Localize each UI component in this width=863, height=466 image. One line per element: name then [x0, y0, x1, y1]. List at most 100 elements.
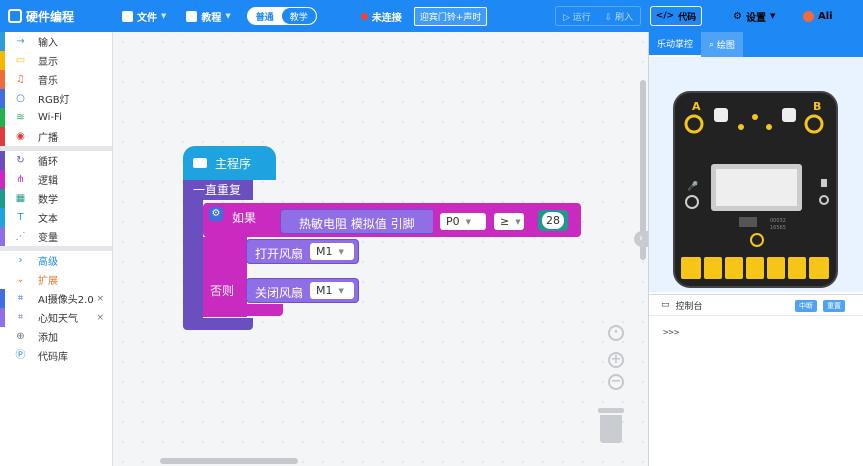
tab-plot[interactable]: ⌕ 绘图 — [701, 32, 743, 57]
panel-tabs: 乐动掌控 ⌕ 绘图 — [649, 32, 863, 57]
category-color-bar — [0, 32, 5, 51]
category-label: 循环 — [38, 157, 58, 168]
category-icon: ⋰ — [15, 231, 26, 242]
sidebar-item-3[interactable]: ○RGB灯 — [0, 89, 112, 108]
code-button[interactable]: </> 代码 — [650, 6, 702, 26]
svg-text:16565: 16565 — [770, 225, 786, 231]
if-block-arm — [203, 237, 247, 317]
file-menu[interactable]: 文件 ▼ — [112, 0, 176, 32]
category-icon: → — [16, 36, 25, 47]
close-icon[interactable]: × — [96, 293, 104, 304]
category-icon: ◉ — [16, 131, 25, 142]
fan-on-pin-dropdown[interactable]: M1▼ — [310, 243, 354, 260]
category-label: 输入 — [38, 38, 58, 49]
trash-icon[interactable] — [598, 408, 624, 444]
chevron-right-icon: › — [18, 255, 23, 266]
category-color-bar — [0, 308, 5, 327]
sidebar-item-5[interactable]: ◉ 广播 — [0, 127, 112, 146]
avatar — [803, 10, 814, 22]
interrupt-button[interactable]: 中断 — [795, 300, 817, 312]
sidebar-item-code-library[interactable]: Ⓟ 代码库 — [15, 350, 69, 363]
forever-loop-block[interactable]: 一直重复 — [183, 180, 253, 200]
category-color-bar — [0, 289, 5, 308]
horizontal-scrollbar[interactable] — [160, 458, 298, 464]
category-color-bar — [0, 151, 5, 170]
console-header: ▭ 控制台 — [649, 294, 863, 316]
sidebar-item-add[interactable]: ⊕ 添加 — [16, 331, 58, 344]
operator-dropdown[interactable]: ≥▼ — [494, 213, 524, 230]
sidebar-divider — [0, 246, 112, 251]
category-label: 数学 — [38, 195, 58, 206]
category-icon: ♫ — [16, 74, 25, 85]
console-icon: ▭ — [661, 300, 670, 310]
threshold-input[interactable]: 28 — [542, 212, 564, 229]
console-prompt[interactable]: >>> — [663, 328, 680, 338]
zoom-out-icon[interactable]: − — [608, 374, 624, 390]
category-icon: ⌗ — [17, 312, 24, 323]
project-name-button[interactable]: 迎宾门铃+声时 — [413, 6, 488, 26]
gear-icon[interactable]: ⚙ — [209, 207, 223, 221]
sidebar-item-4[interactable]: ≋Wi-Fi — [0, 108, 112, 127]
sidebar-item-advanced[interactable]: › 高级 — [0, 251, 112, 270]
category-label: 广播 — [38, 133, 58, 144]
category-icon: T — [17, 212, 24, 223]
collapse-panel-toggle[interactable]: › — [634, 231, 648, 247]
svg-text:A: A — [692, 100, 701, 113]
settings-menu[interactable]: ⚙ 设置 ▼ — [733, 10, 776, 24]
close-icon[interactable]: × — [96, 312, 104, 323]
category-color-bar — [0, 227, 5, 246]
pin-dropdown[interactable]: P0▼ — [440, 213, 486, 230]
sidebar-item-6[interactable]: ↻ 循环 — [0, 151, 112, 170]
mode-toggle: 普通 教学 — [246, 7, 317, 25]
run-button[interactable]: ▷ 运行 — [562, 12, 591, 23]
plus-circle-icon: ⊕ — [16, 331, 25, 342]
hardware-icon — [8, 9, 22, 23]
category-label: 显示 — [38, 57, 58, 68]
fan-off-pin-dropdown[interactable]: M1▼ — [310, 282, 354, 299]
category-color-bar — [0, 170, 5, 189]
user-menu[interactable]: Ali — [803, 0, 833, 32]
sidebar-item-ext-1[interactable]: ⌗心知天气× — [0, 308, 112, 327]
tutorial-menu[interactable]: 教程 ▼ — [176, 0, 240, 32]
category-color-bar — [0, 51, 5, 70]
fan-off-label: 关闭风扇 — [255, 286, 304, 300]
else-label: 否则 — [210, 284, 235, 298]
sidebar-item-8[interactable]: ▦ 数学 — [0, 189, 112, 208]
sidebar-item-1[interactable]: ▭显示 — [0, 51, 112, 70]
right-panel: 乐动掌控 ⌕ 绘图 A B 🎤 00032 16565 — [648, 32, 863, 466]
category-icon: ⋔ — [16, 174, 25, 185]
chevron-down-icon: ▼ — [338, 247, 344, 256]
code-icon: </> — [655, 11, 675, 21]
recenter-icon[interactable]: · — [608, 325, 624, 341]
zoom-in-icon[interactable]: + — [608, 352, 624, 368]
search-icon: ⌕ — [709, 39, 717, 50]
sidebar-item-2[interactable]: ♫音乐 — [0, 70, 112, 89]
sidebar-item-10[interactable]: ⋰变量 — [0, 227, 112, 246]
mode-normal-button[interactable]: 普通 — [247, 8, 282, 24]
svg-text:B: B — [813, 100, 821, 113]
category-icon: ↻ — [16, 155, 25, 166]
category-icon: ○ — [16, 93, 25, 104]
reset-button[interactable]: 重置 — [823, 300, 845, 312]
tab-device[interactable]: 乐动掌控 — [649, 32, 702, 57]
category-label: AI摄像头2.0 — [38, 295, 94, 306]
sidebar-item-extensions[interactable]: ⌄ 扩展 — [16, 274, 58, 287]
file-icon — [122, 10, 133, 22]
device-preview: A B 🎤 00032 16565 — [649, 57, 863, 292]
sidebar-item-ext-0[interactable]: ⌗AI摄像头2.0× — [0, 289, 112, 308]
svg-text:00032: 00032 — [770, 218, 786, 224]
thermistor-block[interactable]: 热敏电阻 模拟值 引脚 — [280, 209, 435, 234]
main-program-block[interactable]: 主程序 — [183, 146, 276, 180]
flash-button[interactable]: ⇩ 刷入 — [604, 12, 634, 23]
category-color-bar — [0, 208, 5, 227]
category-label: 文本 — [38, 214, 58, 225]
chevron-down-icon: ▼ — [465, 217, 472, 226]
run-controls: ▷ 运行 ⇩ 刷入 — [555, 6, 641, 26]
vertical-scrollbar[interactable] — [640, 80, 646, 260]
sidebar-item-9[interactable]: T 文本 — [0, 208, 112, 227]
mode-teach-button[interactable]: 教学 — [281, 8, 316, 24]
category-icon: ▦ — [15, 193, 26, 204]
sidebar-item-7[interactable]: ⋔逻辑 — [0, 170, 112, 189]
if-block-end — [203, 304, 283, 316]
sidebar-item-0[interactable]: → 输入 — [0, 32, 112, 51]
